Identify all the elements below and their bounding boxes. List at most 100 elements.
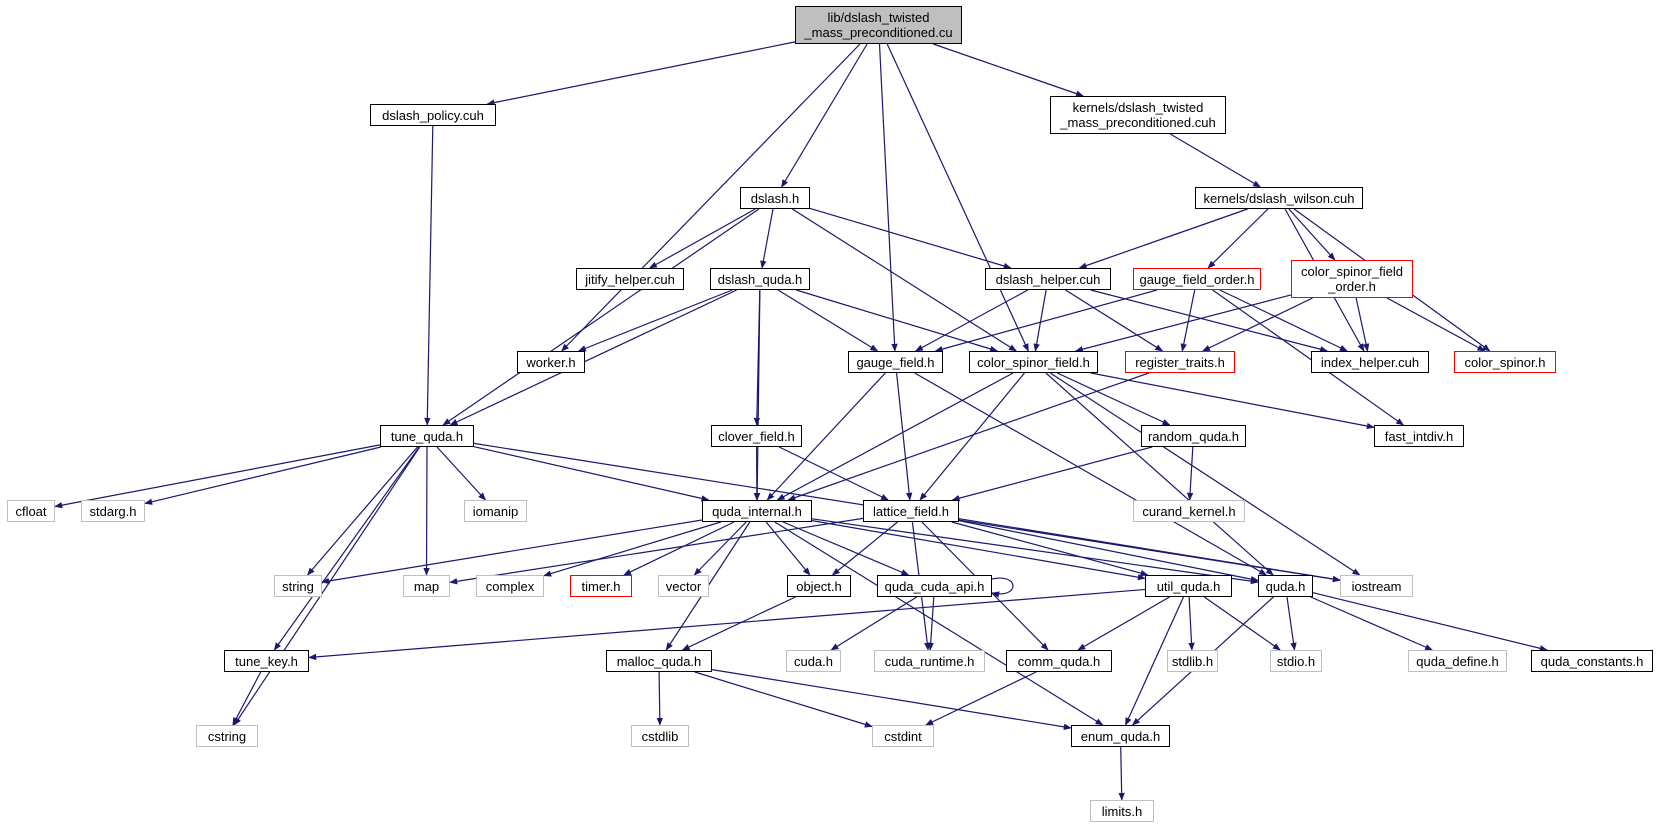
node-clover-field[interactable]: clover_field.h — [711, 425, 802, 447]
node-cuda-h: cuda.h — [786, 650, 841, 672]
node-label-line: string — [282, 578, 314, 594]
node-label-line: cuda_runtime.h — [884, 653, 975, 669]
node-color-spinor[interactable]: color_spinor.h — [1454, 351, 1556, 373]
node-quda-constants[interactable]: quda_constants.h — [1531, 650, 1653, 672]
node-quda-internal[interactable]: quda_internal.h — [702, 500, 812, 522]
edge-root-to-dslash-policy — [486, 41, 796, 106]
edge-csfo-to-color-spinor — [1386, 297, 1486, 352]
edge-dslash-helper-to-gauge-field — [914, 289, 1029, 352]
node-label-line: cuda.h — [793, 653, 834, 669]
edge-gfo-to-fast-intdiv — [1212, 289, 1405, 426]
node-root[interactable]: lib/dslash_twisted_mass_preconditioned.c… — [795, 6, 962, 44]
node-util-quda[interactable]: util_quda.h — [1145, 575, 1232, 597]
edge-malloc-quda-to-cstdint — [694, 671, 873, 728]
edge-quda-internal-to-vector — [693, 521, 747, 576]
edge-dslash-quda-to-clover-field — [753, 289, 761, 426]
node-lattice-field[interactable]: lattice_field.h — [863, 500, 959, 522]
node-random-quda[interactable]: random_quda.h — [1141, 425, 1246, 447]
node-stdlib: stdlib.h — [1167, 650, 1218, 672]
node-dslash-helper[interactable]: dslash_helper.cuh — [985, 268, 1111, 290]
node-label-line: color_spinor.h — [1464, 354, 1546, 370]
node-dslash-h[interactable]: dslash.h — [740, 187, 810, 209]
node-timer[interactable]: timer.h — [570, 575, 632, 597]
node-index-helper[interactable]: index_helper.cuh — [1311, 351, 1429, 373]
node-jitify[interactable]: jitify_helper.cuh — [576, 268, 684, 290]
edge-util-quda-to-stdlib — [1188, 596, 1195, 651]
edge-dslash-h-to-dslash-quda — [760, 208, 774, 269]
node-quda-h[interactable]: quda.h — [1258, 575, 1313, 597]
edge-gauge-field-to-quda-h — [914, 372, 1267, 576]
node-worker[interactable]: worker.h — [517, 351, 585, 373]
node-dslash-policy[interactable]: dslash_policy.cuh — [370, 104, 496, 126]
node-gfo[interactable]: gauge_field_order.h — [1133, 268, 1261, 290]
edge-dslash-helper-to-csf — [1033, 289, 1047, 352]
edge-root-to-k-tmp — [933, 43, 1084, 97]
node-label-line: timer.h — [581, 578, 621, 594]
node-string: string — [274, 575, 322, 597]
edge-tune-quda-to-string — [306, 446, 418, 576]
node-fast-intdiv[interactable]: fast_intdiv.h — [1374, 425, 1464, 447]
edge-quda-internal-to-timer — [623, 521, 735, 576]
edge-quda-internal-to-quda-h — [811, 518, 1259, 585]
node-map: map — [403, 575, 450, 597]
node-csfo[interactable]: color_spinor_field_order.h — [1291, 260, 1413, 298]
node-label-line: iomanip — [472, 503, 519, 519]
node-tune-quda[interactable]: tune_quda.h — [380, 425, 474, 447]
edge-util-quda-to-enum-quda — [1124, 596, 1185, 726]
node-label-line: _mass_preconditioned.cuh — [1060, 115, 1216, 130]
node-label-line: color_spinor_field.h — [977, 354, 1090, 370]
edge-malloc-quda-to-enum-quda — [711, 669, 1072, 731]
edge-csf-to-quda-internal — [776, 372, 1014, 501]
edge-lattice-field-to-iostream — [958, 518, 1341, 583]
node-label-line: kernels/dslash_wilson.cuh — [1203, 190, 1355, 206]
node-comm-quda[interactable]: comm_quda.h — [1006, 650, 1112, 672]
edge-lattice-field-to-object — [831, 521, 898, 576]
edge-dslash-policy-to-tune-quda — [424, 125, 434, 426]
node-stdio: stdio.h — [1270, 650, 1322, 672]
node-tune-key[interactable]: tune_key.h — [224, 650, 309, 672]
node-quda-cuda-api[interactable]: quda_cuda_api.h — [877, 575, 992, 597]
node-label-line: lib/dslash_twisted — [827, 10, 930, 25]
edge-k-tmp-to-k-wilson — [1169, 133, 1261, 188]
node-k-wilson[interactable]: kernels/dslash_wilson.cuh — [1195, 187, 1363, 209]
node-label-line: cstdlib — [641, 728, 679, 744]
edge-root-to-worker — [561, 43, 861, 352]
edge-dslash-h-to-dslash-helper — [809, 207, 1012, 270]
node-csf[interactable]: color_spinor_field.h — [969, 351, 1098, 373]
edge-dslash-quda-to-worker — [577, 289, 733, 352]
node-gauge-field[interactable]: gauge_field.h — [848, 351, 943, 373]
node-label-line: gauge_field_order.h — [1139, 271, 1255, 287]
node-k-tmp[interactable]: kernels/dslash_twisted_mass_precondition… — [1050, 96, 1226, 134]
edge-dslash-helper-to-reg-traits — [1065, 289, 1164, 352]
node-label-line: cstring — [207, 728, 247, 744]
node-label-line: _mass_preconditioned.cu — [804, 25, 953, 40]
node-label-line: dslash_helper.cuh — [995, 271, 1101, 287]
node-label-line: vector — [665, 578, 702, 594]
node-label-line: cfloat — [15, 503, 47, 519]
node-reg-traits[interactable]: register_traits.h — [1125, 351, 1235, 373]
node-vector: vector — [658, 575, 709, 597]
edge-tune-quda-to-cstring — [233, 446, 421, 726]
node-label-line: iostream — [1351, 578, 1402, 594]
node-dslash-quda[interactable]: dslash_quda.h — [710, 268, 810, 290]
node-label-line: color_spinor_field — [1301, 264, 1403, 279]
edge-dslash-helper-to-index-helper — [1090, 289, 1329, 353]
edge-gauge-field-to-lattice-field — [896, 372, 913, 501]
edge-lattice-field-to-map — [449, 517, 864, 585]
edge-tune-quda-to-tune-key — [273, 446, 420, 651]
edge-dslash-h-to-jitify — [649, 208, 756, 269]
node-label-line: kernels/dslash_twisted — [1072, 100, 1204, 115]
node-malloc-quda[interactable]: malloc_quda.h — [606, 650, 712, 672]
node-cfloat: cfloat — [7, 500, 55, 522]
node-label-line: stdarg.h — [89, 503, 137, 519]
node-iostream: iostream — [1340, 575, 1413, 597]
node-cuda-runtime: cuda_runtime.h — [874, 650, 985, 672]
node-label-line: tune_key.h — [235, 653, 298, 669]
node-label-line: dslash.h — [750, 190, 800, 206]
node-enum-quda[interactable]: enum_quda.h — [1071, 725, 1170, 747]
edge-object-to-malloc-quda — [681, 596, 796, 651]
node-object[interactable]: object.h — [787, 575, 851, 597]
edge-root-to-dslash-h — [781, 43, 868, 188]
node-label-line: tune_quda.h — [390, 428, 464, 444]
